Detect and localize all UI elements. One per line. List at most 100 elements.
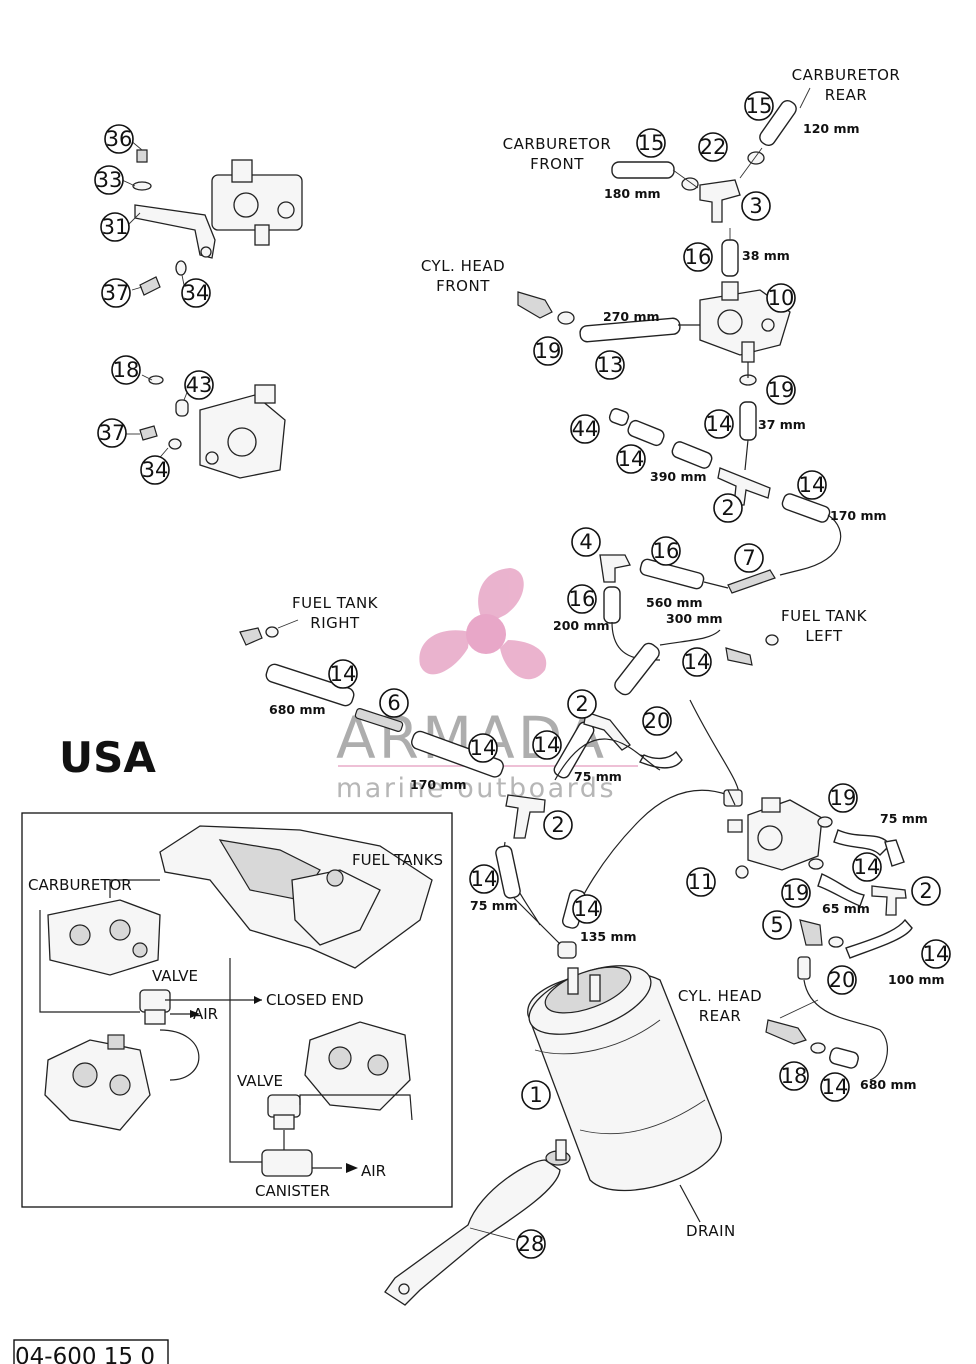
part-callout-11: 11	[686, 867, 716, 897]
svg-text:14: 14	[854, 855, 881, 879]
schematic-inset	[21, 812, 453, 1208]
dim-680-right: 680 mm	[860, 1077, 917, 1092]
svg-text:15: 15	[746, 94, 773, 118]
label-cyl-front-line1: CYL. HEAD	[421, 257, 505, 275]
svg-text:2: 2	[575, 692, 588, 716]
part-callout-7: 7	[734, 543, 764, 573]
part-callout-16-upper: 16	[683, 242, 713, 272]
svg-text:43: 43	[186, 373, 213, 397]
part-callout-15-front: 15	[636, 128, 666, 158]
svg-text:11: 11	[688, 870, 715, 894]
svg-text:19: 19	[768, 378, 795, 402]
part-callout-5: 5	[762, 910, 792, 940]
svg-text:44: 44	[572, 417, 599, 441]
part-callout-2-center: 2	[567, 689, 597, 719]
inset-label-canister: CANISTER	[255, 1182, 330, 1200]
dim-180: 180 mm	[604, 186, 661, 201]
part-callout-44: 44	[570, 414, 600, 444]
part-callout-22: 22	[698, 132, 728, 162]
label-tank-right-line2: RIGHT	[310, 614, 360, 632]
inset-label-air-1: AIR	[193, 1005, 218, 1023]
valve-alt-assembly	[126, 374, 286, 479]
svg-text:14: 14	[923, 942, 950, 966]
part-callout-37-lower: 37	[97, 418, 127, 448]
part-callout-2-left: 2	[543, 810, 573, 840]
inset-labels: CARBURETOR FUEL TANKS VALVE AIR CLOSED E…	[28, 851, 443, 1200]
svg-text:31: 31	[102, 215, 129, 239]
svg-text:19: 19	[535, 339, 562, 363]
part-callout-2-upper: 2	[713, 493, 743, 523]
label-carb-front-line2: FRONT	[530, 155, 584, 173]
dim-300: 300 mm	[666, 611, 723, 626]
label-carb-rear-line2: REAR	[825, 86, 868, 104]
hose-dimensions: 120 mm 180 mm 38 mm 270 mm 37 mm 390 mm …	[269, 121, 945, 1092]
svg-text:14: 14	[618, 447, 645, 471]
svg-text:14: 14	[534, 733, 561, 757]
svg-text:20: 20	[644, 709, 671, 733]
part-callout-18-lower: 18	[779, 1061, 809, 1091]
callout-labels: CARBURETOR REAR CARBURETOR FRONT CYL. HE…	[292, 66, 900, 1240]
dim-680-left: 680 mm	[269, 702, 326, 717]
part-callout-14-b: 14	[616, 444, 646, 474]
part-callout-14-d: 14	[328, 659, 358, 689]
part-callout-1: 1	[521, 1080, 551, 1110]
elbow-fitting-group	[599, 554, 776, 661]
part-callout-28: 28	[516, 1229, 546, 1259]
dim-100: 100 mm	[888, 972, 945, 987]
part-callout-19-center: 19	[766, 375, 796, 405]
svg-text:14: 14	[822, 1075, 849, 1099]
dim-65: 65 mm	[822, 901, 870, 916]
inset-label-air-2: AIR	[361, 1162, 386, 1180]
part-callout-14-e: 14	[682, 647, 712, 677]
dim-200: 200 mm	[553, 618, 610, 633]
svg-text:34: 34	[142, 458, 169, 482]
inset-label-fuel-tanks: FUEL TANKS	[352, 851, 443, 869]
inset-label-valve-2: VALVE	[237, 1072, 283, 1090]
dim-75-center: 75 mm	[574, 769, 622, 784]
dim-135: 135 mm	[580, 929, 637, 944]
dim-170-lower: 170 mm	[410, 777, 467, 792]
part-callout-37-upper: 37	[101, 278, 131, 308]
svg-text:37: 37	[99, 421, 126, 445]
svg-text:22: 22	[700, 135, 727, 159]
svg-text:37: 37	[103, 281, 130, 305]
inset-label-carburetor: CARBURETOR	[28, 876, 132, 894]
label-tank-left-line2: LEFT	[805, 627, 843, 645]
inset-label-closed-end: CLOSED END	[266, 991, 364, 1009]
dim-75-right: 75 mm	[880, 811, 928, 826]
region-label: USA	[59, 733, 156, 782]
part-callout-3: 3	[741, 191, 771, 221]
svg-text:5: 5	[770, 913, 783, 937]
svg-text:15: 15	[638, 131, 665, 155]
part-callout-14-i: 14	[572, 894, 602, 924]
watermark-tagline: marine outboards	[336, 773, 616, 804]
part-callout-15-rear: 15	[744, 91, 774, 121]
part-callout-19-front: 19	[533, 336, 563, 366]
label-carb-rear-line1: CARBURETOR	[792, 66, 901, 84]
part-callout-34-upper: 34	[181, 278, 211, 308]
svg-text:34: 34	[183, 281, 210, 305]
part-callout-4: 4	[571, 527, 601, 557]
svg-text:2: 2	[721, 496, 734, 520]
svg-text:14: 14	[706, 412, 733, 436]
part-callout-14-g: 14	[532, 730, 562, 760]
label-cyl-rear-line1: CYL. HEAD	[678, 987, 762, 1005]
label-tank-left-line1: FUEL TANK	[781, 607, 868, 625]
svg-text:16: 16	[653, 539, 680, 563]
charcoal-canister	[384, 965, 722, 1306]
dim-560: 560 mm	[646, 595, 703, 610]
tee-fitting-upper	[608, 408, 842, 576]
part-callout-10: 10	[766, 283, 796, 313]
label-tank-right-line1: FUEL TANK	[292, 594, 379, 612]
svg-text:33: 33	[96, 168, 123, 192]
svg-text:2: 2	[919, 879, 932, 903]
dim-38: 38 mm	[742, 248, 790, 263]
svg-text:10: 10	[768, 286, 795, 310]
label-cyl-front-line2: FRONT	[436, 277, 490, 295]
svg-text:14: 14	[799, 473, 826, 497]
svg-text:6: 6	[387, 691, 400, 715]
part-callout-14-k: 14	[921, 939, 951, 969]
part-callout-2-right: 2	[911, 876, 941, 906]
part-callout-31: 31	[100, 212, 130, 242]
